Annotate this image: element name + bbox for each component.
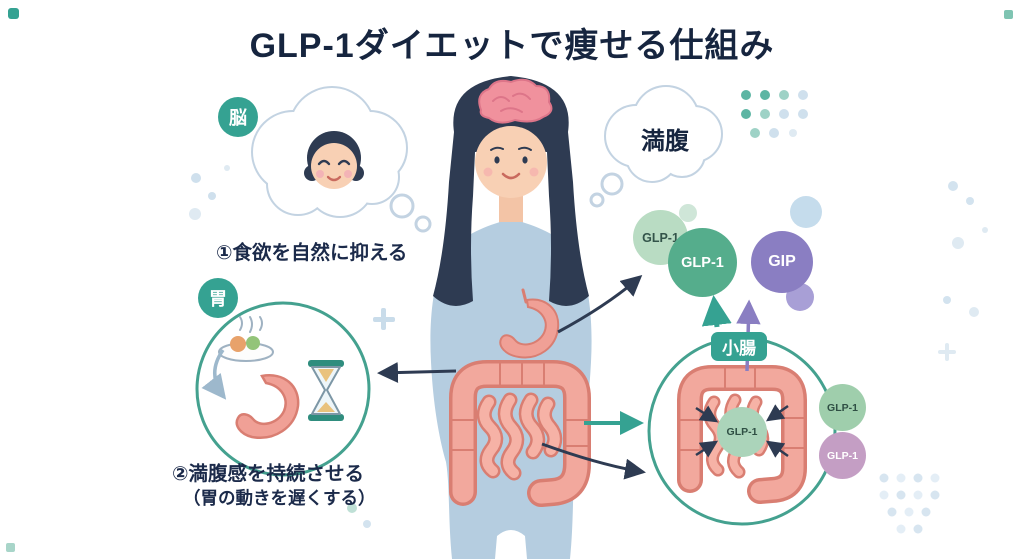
flow-arrows bbox=[377, 275, 646, 480]
stomach-icon bbox=[235, 374, 300, 439]
stomach-detail-circle bbox=[195, 301, 371, 477]
hormone-deco-circles bbox=[679, 196, 822, 311]
decoration-dots bbox=[6, 8, 1013, 552]
glp1-main-circle: GLP-1 bbox=[668, 228, 737, 297]
thought-bubble-satiety bbox=[589, 85, 723, 208]
steam-icon bbox=[239, 316, 263, 333]
thought-bubble-brain bbox=[251, 86, 432, 233]
brain-badge: 脳 bbox=[218, 97, 258, 137]
face bbox=[475, 126, 547, 198]
cycle-arrow bbox=[201, 348, 227, 400]
plus-decoration bbox=[373, 308, 956, 361]
stomach-organ-icon bbox=[499, 288, 560, 359]
point-2-satiety-sub: （胃の動きを遅くする） bbox=[183, 488, 376, 508]
point-2-satiety: ②満腹感を持続させる bbox=[172, 463, 365, 485]
face-features bbox=[483, 146, 539, 180]
food-plate-icon bbox=[218, 336, 274, 362]
satiety-bubble-text: 満腹 bbox=[641, 128, 689, 155]
human-figure bbox=[430, 76, 592, 559]
arrow-intestine-to-circle-navy bbox=[541, 442, 646, 480]
arrow-stomach-to-glp1 bbox=[557, 275, 643, 334]
stomach-badge: 胃 bbox=[198, 278, 238, 318]
hair bbox=[433, 76, 589, 306]
arrow-glp1-up bbox=[701, 295, 732, 328]
gip-circle: GIP bbox=[751, 231, 813, 293]
happy-face-icon bbox=[304, 131, 364, 189]
hourglass-icon bbox=[308, 360, 344, 421]
point-1-appetite: ①食欲を自然に抑える bbox=[216, 242, 408, 264]
arrow-body-to-stomach-circle bbox=[377, 362, 457, 384]
glp1-center-circle: GLP-1 bbox=[717, 407, 767, 457]
page-title: GLP-1ダイエットで痩せる仕組み bbox=[249, 27, 775, 65]
brain-icon bbox=[478, 78, 553, 124]
secretion-arrows bbox=[695, 404, 789, 458]
small-intestine-badge: 小腸 bbox=[711, 332, 767, 361]
intestines-icon bbox=[449, 360, 591, 507]
glp1-tag-top-circle: GLP-1 bbox=[819, 384, 866, 431]
glp1-tag-bottom-circle: GLP-1 bbox=[819, 432, 866, 479]
